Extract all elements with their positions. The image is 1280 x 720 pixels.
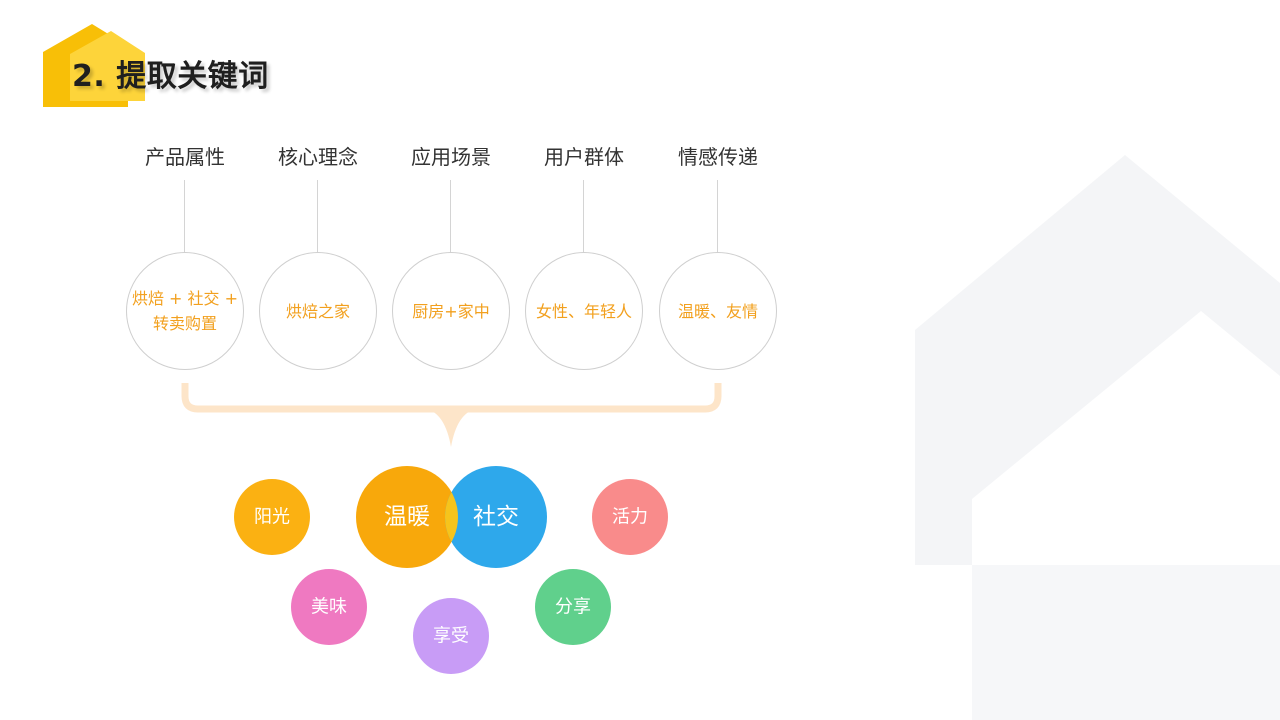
category-heading: 用户群体 (544, 145, 624, 169)
background-house-base (972, 565, 1280, 720)
bubble-circle (592, 479, 668, 555)
background-house-outline (915, 155, 1280, 565)
bubble-label: 阳光 (254, 507, 290, 528)
category-column-application-scenario: 应用场景 厨房+家中 (385, 145, 517, 371)
house-logo-icon (43, 24, 145, 107)
category-column-user-group: 用户群体 女性、年轻人 (518, 145, 650, 371)
category-value-line: 烘焙 + 社交 + (131, 289, 239, 308)
bubble-circle (445, 466, 547, 568)
keyword-bubble-social (445, 466, 547, 568)
category-value-line: 厨房+家中 (412, 301, 490, 321)
connector-line (317, 180, 318, 252)
connector-line (184, 180, 185, 252)
keyword-bubble-sunshine: 阳光 (234, 479, 310, 555)
category-value-line: 烘焙之家 (285, 301, 350, 321)
category-circle: 厨房+家中 (392, 252, 510, 370)
bubble-label-social: 社交 (473, 504, 519, 530)
bubble-label: 享受 (433, 626, 469, 647)
connector-line (583, 180, 584, 252)
category-value: 厨房+家中 (412, 299, 489, 324)
slide-title: 2. 提取关键词 (72, 59, 269, 94)
category-heading: 核心理念 (278, 145, 358, 169)
category-value-line: 温暖、友情 (677, 301, 758, 321)
bracket-pointer (426, 409, 476, 447)
category-circle: 烘焙 + 社交 + 转卖购置 (126, 252, 244, 370)
bubble-circle (413, 598, 489, 674)
bubble-label: 活力 (612, 507, 648, 528)
category-column-product-attributes: 产品属性 烘焙 + 社交 + 转卖购置 (119, 145, 251, 371)
category-value-line: 女性、年轻人 (535, 301, 632, 321)
keyword-bubble-vitality: 活力 (592, 479, 668, 555)
logo-front-house (70, 31, 145, 101)
connector-line (717, 180, 718, 252)
category-heading: 产品属性 (145, 145, 225, 169)
category-heading: 应用场景 (411, 145, 491, 169)
keyword-diagram: 阳光 温暖 社交 活力 美味 享受 分享 (181, 383, 722, 674)
connector-line (450, 180, 451, 252)
bubble-label-warmth: 温暖 (384, 504, 430, 530)
category-column-emotional-delivery: 情感传递 温暖、友情 (652, 145, 784, 371)
category-value: 烘焙 + 社交 + 转卖购置 (132, 286, 238, 336)
category-circle: 温暖、友情 (659, 252, 777, 370)
category-value: 温暖、友情 (678, 299, 758, 324)
category-heading: 情感传递 (678, 145, 758, 169)
bracket-connector (181, 383, 722, 413)
bubble-label: 分享 (555, 597, 591, 618)
category-circle: 女性、年轻人 (525, 252, 643, 370)
background-house-shape (915, 155, 1280, 720)
category-circle: 烘焙之家 (259, 252, 377, 370)
bubble-circle (356, 466, 458, 568)
keyword-bubble-enjoyment: 享受 (413, 598, 489, 674)
bubble-label: 美味 (311, 597, 347, 618)
bubble-circle (535, 569, 611, 645)
keyword-bubble-delicious: 美味 (291, 569, 367, 645)
category-value: 烘焙之家 (286, 299, 350, 324)
keyword-bubble-warmth (356, 466, 458, 568)
category-value-line: 转卖购置 (152, 314, 217, 333)
category-value: 女性、年轻人 (536, 299, 632, 324)
category-column-core-concept: 核心理念 烘焙之家 (252, 145, 384, 371)
bubble-circle (234, 479, 310, 555)
keyword-bubble-sharing: 分享 (535, 569, 611, 645)
bubble-circle (291, 569, 367, 645)
